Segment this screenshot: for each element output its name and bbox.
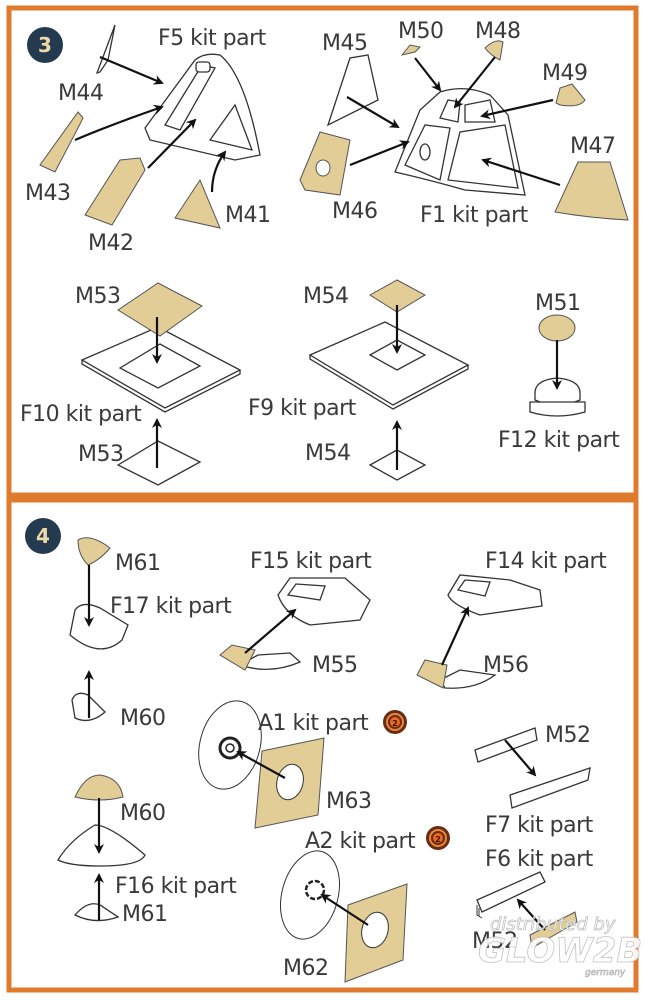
m47-label: M47 — [570, 134, 615, 159]
arrow — [147, 118, 197, 169]
f7-assembly — [474, 727, 591, 809]
m56-label: M56 — [483, 653, 528, 678]
m53-bottom-mask-part — [116, 440, 202, 486]
a1-kit-part — [198, 700, 262, 790]
m50-label: M50 — [398, 19, 443, 44]
svg-text:2: 2 — [392, 719, 398, 728]
distributor-watermark: distributed by GLOW2B germany — [478, 914, 643, 979]
step-3-badge: 3 — [27, 27, 63, 63]
m61-top-mask — [77, 537, 111, 566]
f10-assembly — [80, 282, 242, 486]
m49-mask — [555, 83, 586, 107]
m54-top-label: M54 — [303, 284, 348, 309]
m46-label: M46 — [332, 199, 377, 224]
step-4-number: 4 — [36, 524, 50, 548]
m45-mask-part — [326, 54, 379, 127]
watermark-line1: distributed by — [490, 914, 616, 935]
f5-assembly — [39, 24, 261, 229]
step-4-badge: 4 — [25, 518, 61, 554]
arrow — [74, 104, 164, 142]
a1-label: A1 kit part — [258, 711, 369, 736]
f1-label: F1 kit part — [420, 203, 529, 228]
m61-bottom-mask-part — [73, 903, 120, 922]
f7-kit-part — [509, 767, 591, 809]
f6-assembly — [476, 871, 578, 949]
m54-top-mask — [369, 279, 427, 313]
f15-assembly — [219, 577, 371, 671]
m48-mask — [484, 40, 504, 61]
f1-assembly — [299, 40, 629, 221]
m43-mask — [39, 111, 84, 173]
watermark-logo: GLOW2B — [478, 931, 642, 971]
m49-label: M49 — [542, 61, 587, 86]
f17-kit-part — [69, 603, 129, 650]
svg-text:2: 2 — [435, 835, 441, 844]
m41-mask — [174, 178, 221, 229]
m53-bottom-label: M53 — [78, 442, 123, 467]
watermark-line3: germany — [585, 968, 626, 978]
m48-label: M48 — [475, 19, 520, 44]
m41-label: M41 — [225, 203, 270, 228]
f6-kit-part — [476, 871, 546, 913]
m60-low-label: M60 — [120, 801, 165, 826]
f5-label: F5 kit part — [158, 26, 267, 51]
f15-label: F15 kit part — [250, 549, 372, 574]
m44-label: M44 — [58, 81, 103, 106]
step-3-frame — [6, 5, 639, 498]
m53-top-label: M53 — [75, 284, 120, 309]
m54-bottom-label: M54 — [305, 441, 350, 466]
m42-mask — [84, 157, 146, 226]
two-sided-mask-icon: 2 — [426, 826, 450, 850]
m61-top-label: M61 — [115, 551, 160, 576]
step-3-panel: 3 F5 kit part M44 M43 M42 M41 — [6, 5, 639, 498]
m51-mask — [538, 314, 576, 342]
f6-label: F6 kit part — [485, 847, 594, 872]
m42-label: M42 — [88, 231, 133, 256]
step-4-panel: 4 M61 F17 kit part M60 F15 kit part M55 — [6, 497, 643, 993]
m50-mask — [400, 44, 422, 56]
m53-top-mask — [117, 282, 203, 337]
f17-assembly — [69, 537, 129, 722]
f16-label: F16 kit part — [115, 874, 237, 899]
m60-mid-label: M60 — [120, 706, 165, 731]
m62-label: M62 — [283, 956, 328, 981]
m52-bottom-mask — [529, 911, 578, 949]
f14-label: F14 kit part — [485, 549, 607, 574]
m52-top-label: M52 — [545, 723, 590, 748]
f9-label: F9 kit part — [248, 396, 357, 421]
m55-label: M55 — [312, 653, 357, 678]
m56-clear-part — [439, 669, 497, 689]
two-sided-mask-icon: 2 — [383, 710, 407, 734]
f12-assembly — [529, 314, 586, 417]
f7-label: F7 kit part — [485, 813, 594, 838]
m55-clear-part — [238, 652, 302, 670]
m63-label: M63 — [326, 789, 371, 814]
a2-kit-part — [280, 850, 340, 940]
m43-label: M43 — [25, 181, 70, 206]
m56-mask — [416, 659, 448, 689]
a2-label: A2 kit part — [305, 829, 416, 854]
f16-assembly — [57, 774, 146, 922]
m47-mask — [554, 161, 629, 221]
f9-assembly — [308, 279, 470, 481]
m52-bottom-label: M52 — [472, 929, 517, 954]
m52-top-clear-part — [474, 727, 538, 763]
a2-assembly: 2 — [280, 826, 450, 983]
step-3-number: 3 — [38, 33, 52, 57]
arrow — [99, 55, 164, 85]
m45-label: M45 — [322, 31, 367, 56]
a1-assembly: 2 — [198, 700, 407, 829]
m51-label: M51 — [535, 291, 580, 316]
f12-label: F12 kit part — [498, 428, 620, 453]
m61-bottom-label: M61 — [122, 902, 167, 927]
arrow — [210, 150, 227, 193]
f17-label: F17 kit part — [110, 594, 232, 619]
f14-assembly — [416, 574, 543, 689]
f10-label: F10 kit part — [20, 402, 142, 427]
